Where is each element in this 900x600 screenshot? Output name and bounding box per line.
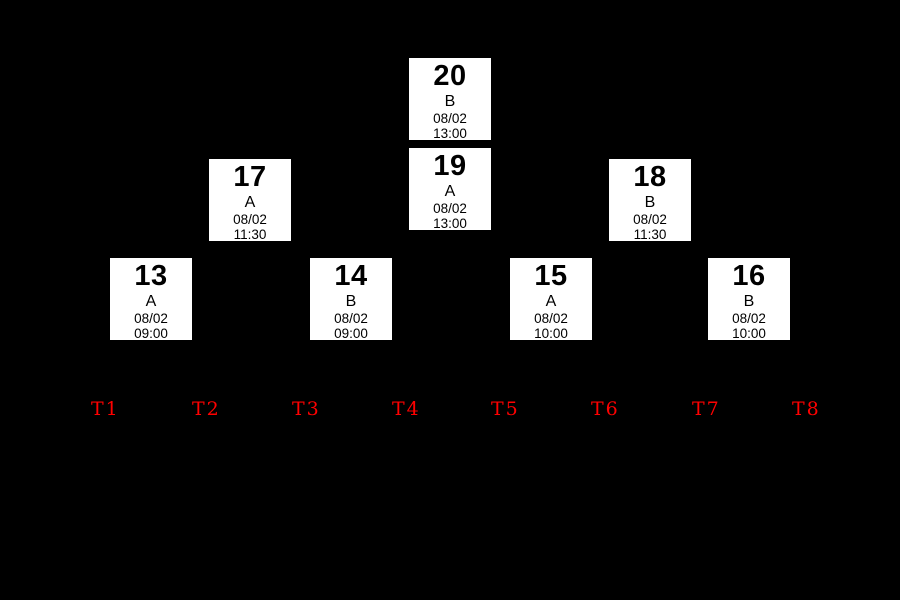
match-date: 08/02 — [233, 212, 267, 227]
match-time: 13:00 — [433, 126, 467, 141]
match-date: 08/02 — [433, 111, 467, 126]
match-group: B — [345, 293, 357, 310]
match-number: 17 — [233, 161, 267, 193]
match-box-14[interactable]: 14 B 08/02 09:00 — [310, 258, 392, 341]
match-number: 13 — [134, 260, 168, 292]
match-box-13[interactable]: 13 A 08/02 09:00 — [110, 258, 192, 341]
team-slot-label-t4: T4 — [392, 398, 421, 420]
match-time: 10:00 — [732, 326, 766, 341]
match-date: 08/02 — [633, 212, 667, 227]
match-date: 08/02 — [334, 311, 368, 326]
match-date: 08/02 — [732, 311, 766, 326]
match-number: 20 — [433, 60, 467, 92]
match-number: 18 — [633, 161, 667, 193]
match-time: 09:00 — [134, 326, 168, 341]
match-group: A — [545, 293, 557, 310]
team-slot-label-t8: T8 — [792, 398, 821, 420]
team-slot-label-t5: T5 — [491, 398, 520, 420]
match-number: 16 — [732, 260, 766, 292]
match-number: 14 — [334, 260, 368, 292]
match-box-19[interactable]: 19 A 08/02 13:00 — [409, 148, 491, 231]
match-time: 13:00 — [433, 216, 467, 231]
match-group: B — [644, 194, 656, 211]
match-time: 10:00 — [534, 326, 568, 341]
match-box-18[interactable]: 18 B 08/02 11:30 — [609, 159, 691, 242]
team-slot-label-t2: T2 — [192, 398, 221, 420]
match-time: 09:00 — [334, 326, 368, 341]
match-box-15[interactable]: 15 A 08/02 10:00 — [510, 258, 592, 341]
match-time: 11:30 — [633, 227, 667, 242]
match-group: B — [444, 93, 456, 110]
match-group: B — [743, 293, 755, 310]
match-group: A — [244, 194, 256, 211]
match-date: 08/02 — [134, 311, 168, 326]
team-slot-label-t3: T3 — [292, 398, 321, 420]
match-group: A — [444, 183, 456, 200]
match-box-17[interactable]: 17 A 08/02 11:30 — [209, 159, 291, 242]
match-box-16[interactable]: 16 B 08/02 10:00 — [708, 258, 790, 341]
match-date: 08/02 — [534, 311, 568, 326]
team-slot-label-t6: T6 — [591, 398, 620, 420]
team-slot-label-t1: T1 — [91, 398, 120, 420]
match-box-20[interactable]: 20 B 08/02 13:00 — [409, 58, 491, 141]
team-slot-label-t7: T7 — [692, 398, 721, 420]
match-time: 11:30 — [233, 227, 267, 242]
match-number: 19 — [433, 150, 467, 182]
match-group: A — [145, 293, 157, 310]
match-number: 15 — [534, 260, 568, 292]
match-date: 08/02 — [433, 201, 467, 216]
